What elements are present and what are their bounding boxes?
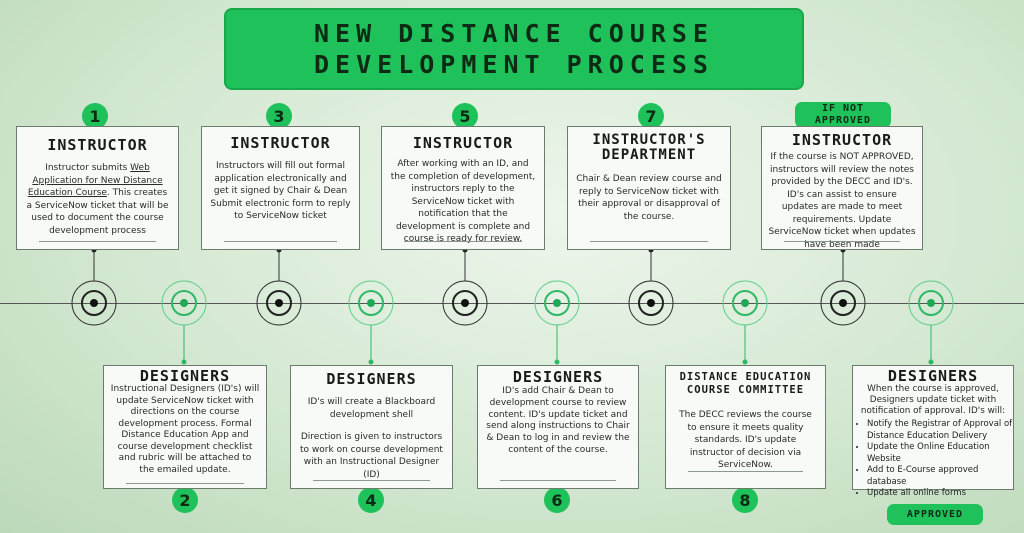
- card-step-3: INSTRUCTOR Instructors will fill out for…: [201, 126, 360, 250]
- card-body: Instructional Designers (ID's) will upda…: [110, 384, 260, 475]
- step-number-5: 5: [452, 103, 478, 129]
- card-body: When the course is approved, Designers u…: [860, 384, 1006, 416]
- card-heading: INSTRUCTOR: [47, 136, 148, 154]
- card-heading-1: INSTRUCTOR'S: [592, 132, 706, 148]
- card-divider: [784, 241, 900, 242]
- step-number-6: 6: [544, 487, 570, 513]
- card-body: ID's will create a Blackboard developmen…: [307, 397, 436, 420]
- step-number-8: 8: [732, 487, 758, 513]
- card-step-1: INSTRUCTOR Instructor submits Web Applic…: [16, 126, 179, 250]
- approval-task-list: Notify the Registrar of Approval of Dist…: [853, 419, 1013, 500]
- title-line-2: DEVELOPMENT PROCESS: [314, 50, 714, 79]
- card-divider: [404, 241, 522, 242]
- card-divider: [126, 483, 244, 484]
- step-number-2: 2: [172, 487, 198, 513]
- card-step-2: DESIGNERS Instructional Designers (ID's)…: [103, 365, 267, 489]
- title-line-1: NEW DISTANCE COURSE: [314, 19, 714, 48]
- card-body: Chair & Dean review course and reply to …: [576, 174, 722, 222]
- card-heading: DESIGNERS: [139, 367, 231, 385]
- list-item: Add to E-Course approved database: [867, 465, 1013, 488]
- card-body: After working with an ID, and the comple…: [390, 159, 536, 244]
- card-body: Instructor submits Web Application for N…: [17, 162, 178, 237]
- card-designers-approved: DESIGNERS When the course is approved, D…: [852, 365, 1014, 498]
- card-divider: [688, 471, 803, 472]
- step-number-7: 7: [638, 103, 664, 129]
- card-heading-1: DISTANCE EDUCATION: [679, 371, 812, 383]
- card-heading: DESIGNERS: [887, 367, 979, 385]
- card-heading: INSTRUCTOR: [791, 131, 893, 149]
- if-not-approved-tag: IF NOT APPROVED: [795, 102, 891, 128]
- card-body: ID's add Chair & Dean to development cou…: [486, 386, 630, 455]
- approved-tag: APPROVED: [887, 504, 983, 525]
- card-body: The DECC reviews the course to ensure it…: [679, 410, 812, 470]
- card-heading: DESIGNERS: [326, 370, 417, 388]
- card-step-4: DESIGNERS ID's will create a Blackboard …: [290, 365, 453, 489]
- page-title: NEW DISTANCE COURSE DEVELOPMENT PROCESS: [224, 8, 804, 90]
- card-divider: [39, 241, 156, 242]
- card-heading: INSTRUCTOR: [230, 134, 331, 152]
- card-divider: [590, 241, 708, 242]
- card-body: Instructors will fill out formal applica…: [210, 161, 351, 221]
- card-body-2: Direction is given to instructors to wor…: [300, 432, 443, 480]
- card-body: If the course is NOT APPROVED, instructo…: [768, 152, 916, 250]
- card-heading-2: COURSE COMMITTEE: [686, 384, 805, 396]
- card-step-6: DESIGNERS ID's add Chair & Dean to devel…: [477, 365, 639, 489]
- web-application-link[interactable]: Web Application for New Distance Educati…: [27, 163, 163, 198]
- card-instructor-revise: INSTRUCTOR If the course is NOT APPROVED…: [761, 126, 923, 250]
- card-divider: [313, 480, 430, 481]
- card-text: . This creates a ServiceNow ticket that …: [26, 188, 169, 236]
- card-heading: DESIGNERS: [512, 368, 604, 386]
- step-number-4: 4: [358, 487, 384, 513]
- list-item: Notify the Registrar of Approval of Dist…: [867, 419, 1013, 442]
- step-number-1: 1: [82, 103, 108, 129]
- card-step-5: INSTRUCTOR After working with an ID, and…: [381, 126, 545, 250]
- card-divider: [224, 241, 337, 242]
- card-divider: [500, 480, 616, 481]
- card-heading: INSTRUCTOR: [412, 134, 514, 152]
- list-item: Update the Online Education Website: [867, 442, 1013, 465]
- card-step-7: INSTRUCTOR'S DEPARTMENT Chair & Dean rev…: [567, 126, 731, 250]
- list-item: Update all online forms: [867, 488, 1013, 500]
- step-number-3: 3: [266, 103, 292, 129]
- card-step-8: DISTANCE EDUCATION COURSE COMMITTEE The …: [665, 365, 826, 489]
- card-text: Instructor submits: [45, 163, 131, 173]
- card-heading-2: DEPARTMENT: [601, 147, 697, 163]
- timeline-line: [0, 303, 1024, 304]
